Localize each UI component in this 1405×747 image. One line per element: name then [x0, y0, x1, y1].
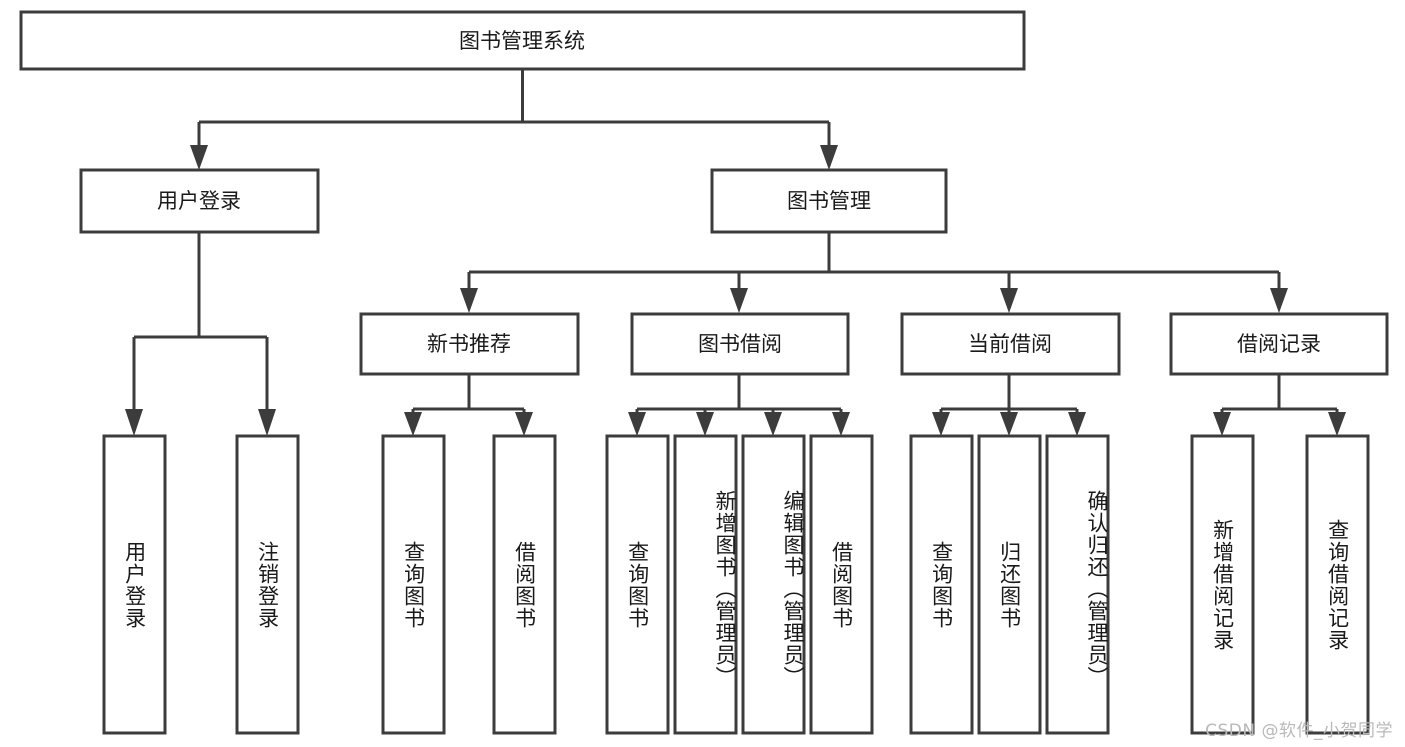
node-leaf-newbook-borrow-book[interactable] [492, 434, 557, 735]
csdn-watermark: CSDN @软件_小贺同学 [1205, 721, 1393, 741]
arrow-borrow-leaf-2 [696, 412, 714, 436]
node-new-book-recommend[interactable] [359, 312, 580, 376]
node-current-borrow[interactable] [900, 312, 1121, 376]
node-new-book-recommend-label: 新书推荐 [427, 332, 511, 356]
arrow-current-leaf-1 [932, 412, 950, 436]
node-group: 图书管理系统 用户登录 图书管理 新书推荐 图书借阅 当前借阅 借阅记录 [19, 10, 1389, 735]
node-leaf-borrow-query-book[interactable] [605, 434, 670, 735]
arrow-borrow-leaf-4 [832, 412, 850, 436]
arrow-newbook-leaf-1 [404, 412, 422, 436]
arrow-bookmgmt-to-current [1000, 288, 1018, 313]
node-book-management-label: 图书管理 [787, 189, 871, 213]
arrow-userlogin-leaf-1 [125, 409, 143, 436]
arrow-record-leaf-2 [1328, 412, 1346, 436]
node-leaf-current-query-book[interactable] [909, 434, 974, 735]
node-user-login[interactable] [79, 168, 320, 234]
arrow-borrow-leaf-3 [764, 412, 782, 436]
node-leaf-current-confirm-return-admin[interactable] [1045, 434, 1110, 735]
node-leaf-current-return-book[interactable] [977, 434, 1042, 735]
connector-group [125, 69, 1346, 436]
arrow-root-to-bookmgmt [820, 145, 838, 170]
node-root-label: 图书管理系统 [459, 29, 585, 53]
arrow-newbook-leaf-2 [515, 412, 533, 436]
arrow-borrow-leaf-1 [628, 412, 646, 436]
arrow-record-leaf-1 [1213, 412, 1231, 436]
node-book-management[interactable] [710, 168, 948, 234]
node-book-borrow[interactable] [630, 312, 850, 376]
node-borrow-record-label: 借阅记录 [1237, 332, 1321, 356]
node-leaf-borrow-borrow-book[interactable] [809, 434, 874, 735]
arrow-userlogin-leaf-2 [258, 409, 276, 436]
arrow-bookmgmt-to-newbook [460, 288, 478, 313]
node-leaf-borrow-edit-book-admin[interactable] [741, 434, 806, 735]
node-leaf-user-login-login[interactable] [102, 434, 167, 735]
node-leaf-borrow-add-book-admin[interactable] [673, 434, 738, 735]
node-borrow-record[interactable] [1169, 312, 1389, 376]
node-book-borrow-label: 图书借阅 [698, 332, 782, 356]
node-leaf-newbook-query-book[interactable] [381, 434, 446, 735]
node-leaf-record-query-record[interactable] [1305, 434, 1370, 735]
arrow-bookmgmt-to-borrow [730, 288, 748, 313]
node-root-book-management-system[interactable] [19, 10, 1026, 71]
node-leaf-user-login-logout[interactable] [235, 434, 300, 735]
arrow-current-leaf-3 [1068, 412, 1086, 436]
node-current-borrow-label: 当前借阅 [968, 332, 1052, 356]
arrow-current-leaf-2 [1000, 412, 1018, 436]
node-user-login-label: 用户登录 [157, 189, 241, 213]
arrow-bookmgmt-to-record [1270, 288, 1288, 313]
node-leaf-record-add-record[interactable] [1190, 434, 1255, 735]
arrow-root-to-userlogin [190, 145, 208, 170]
